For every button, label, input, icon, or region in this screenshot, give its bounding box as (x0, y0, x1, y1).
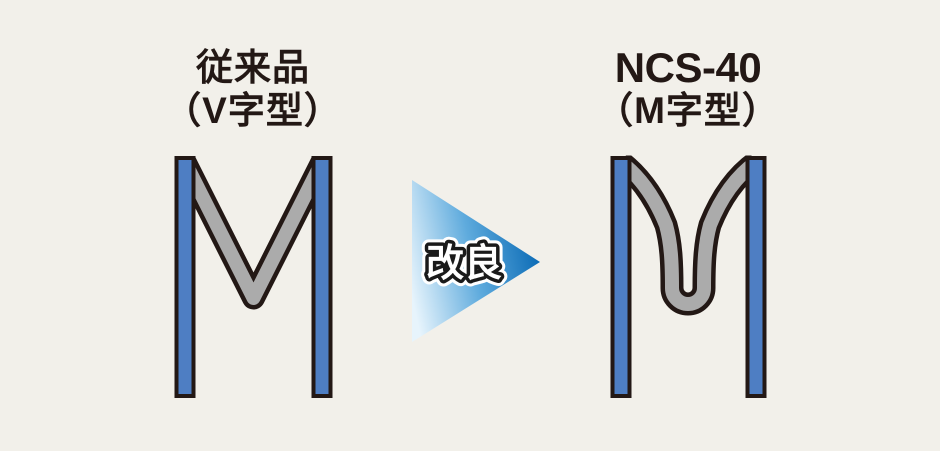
before-title-line1: 従来品 (196, 47, 310, 88)
arrow-label-halo: 改良 (426, 243, 502, 285)
after-title-line2: （M字型） (596, 90, 780, 131)
improvement-arrow: 改良 改良 (412, 180, 540, 342)
arrow-triangle (412, 180, 540, 342)
before-left-bar (174, 156, 196, 398)
before-title: 従来品 （V字型） (164, 46, 342, 132)
before-top-mask (160, 136, 360, 156)
after-title-line1: NCS-40 (614, 44, 762, 91)
after-right-bar (745, 156, 767, 398)
m-seal (616, 156, 761, 311)
before-title-line2: （V字型） (164, 90, 342, 131)
before-figure (160, 136, 360, 398)
after-top-mask (596, 136, 796, 156)
v-seal-outline (174, 156, 333, 310)
after-title: NCS-40 （M字型） (596, 46, 780, 132)
before-right-bar (311, 156, 333, 398)
after-left-bar (610, 156, 632, 398)
after-figure (596, 136, 796, 398)
v-seal (178, 158, 329, 305)
arrow-label: 改良 (426, 243, 502, 285)
